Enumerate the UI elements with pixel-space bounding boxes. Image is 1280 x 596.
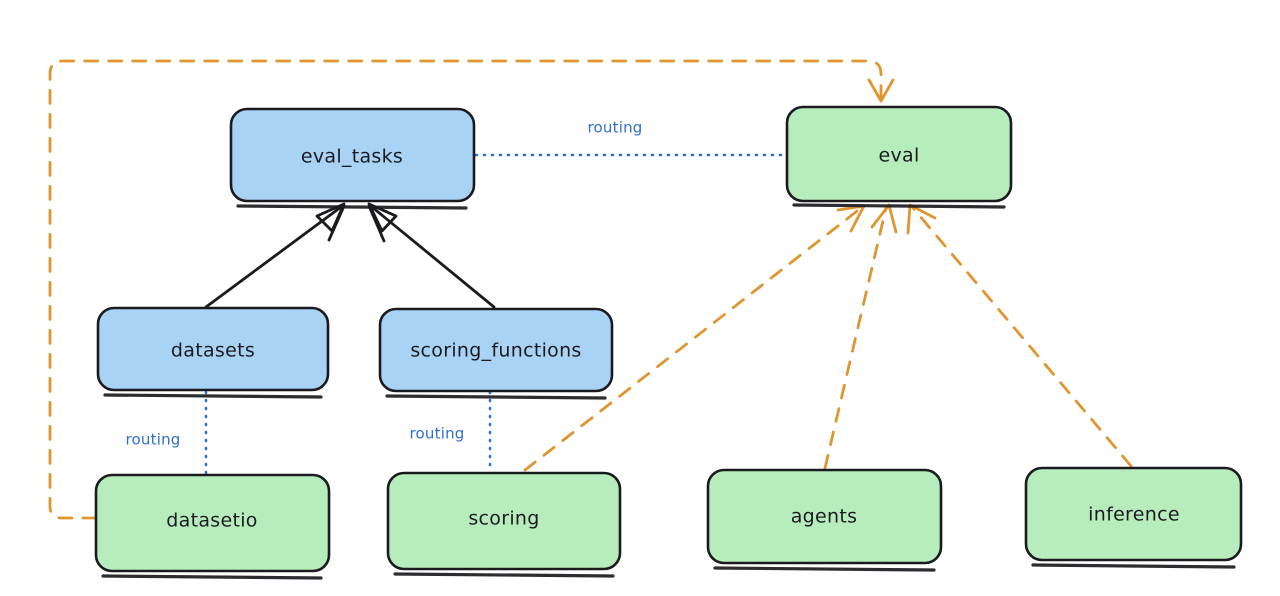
node-label-agents: agents: [791, 506, 858, 528]
node-scoring[interactable]: scoring: [386, 471, 622, 578]
edge-scoring_functions-to-eval_tasks: [367, 202, 496, 309]
node-inference[interactable]: inference: [1024, 466, 1243, 569]
node-label-scoring_functions: scoring_functions: [410, 340, 581, 362]
edge-datasets-to-eval_tasks: [204, 202, 346, 309]
node-label-eval: eval: [878, 145, 919, 167]
node-datasetio[interactable]: datasetio: [94, 473, 331, 580]
node-scoring_functions[interactable]: scoring_functions: [378, 307, 614, 400]
edge-label-routing-scoring-functions: routing: [410, 425, 465, 443]
node-eval[interactable]: eval: [785, 105, 1013, 209]
edge-label-routing-eval-tasks: routing: [588, 119, 643, 137]
edge-datasetio-to-eval: [48, 59, 895, 520]
node-eval_tasks[interactable]: eval_tasks: [229, 107, 476, 210]
node-agents[interactable]: agents: [706, 468, 943, 572]
node-label-datasetio: datasetio: [166, 510, 257, 532]
node-datasets[interactable]: datasets: [96, 306, 330, 399]
node-label-datasets: datasets: [171, 340, 255, 362]
node-label-eval_tasks: eval_tasks: [301, 146, 403, 168]
node-label-inference: inference: [1088, 504, 1180, 526]
node-label-scoring: scoring: [468, 508, 539, 530]
edge-agents-to-eval: [823, 203, 898, 470]
edge-inference-to-eval: [906, 203, 1133, 468]
edge-label-routing-datasets: routing: [126, 431, 181, 449]
